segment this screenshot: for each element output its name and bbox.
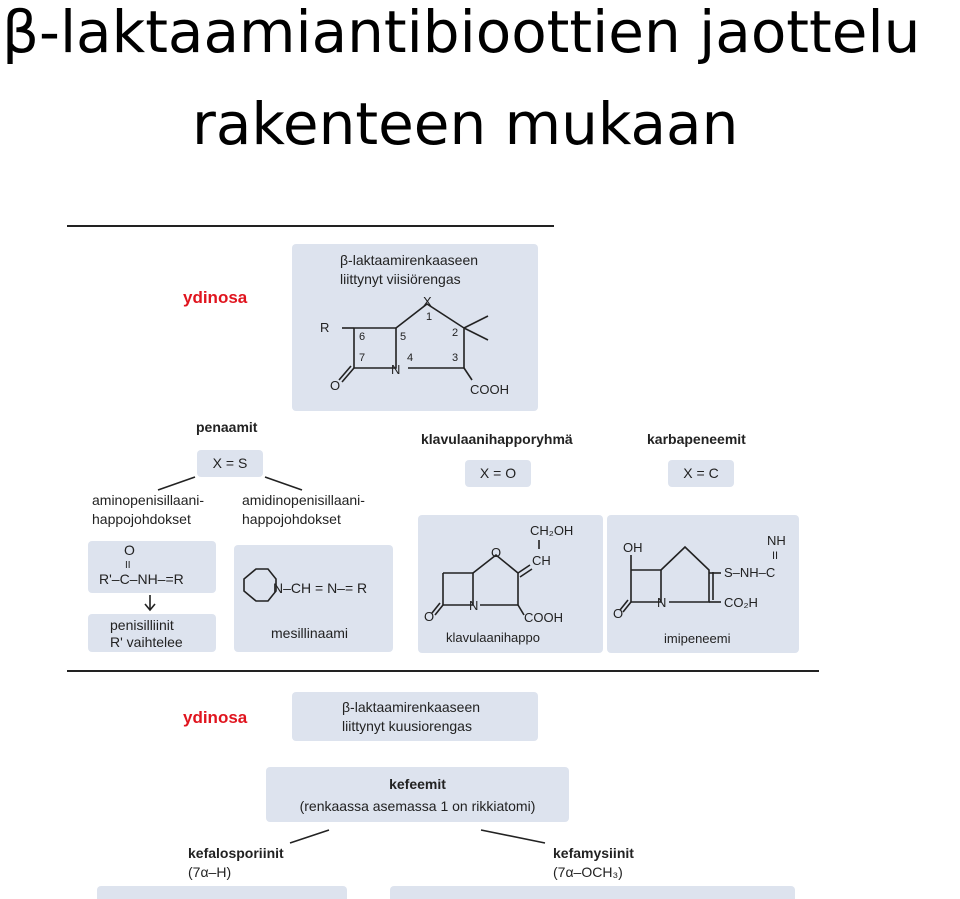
title-divider [67, 225, 554, 227]
svg-text:5: 5 [400, 331, 406, 343]
karbapeneemit-x-box [668, 460, 734, 487]
imi-dbl: II [772, 550, 778, 562]
kefamysiinit-subtitle: (7α–OCH₃) [553, 864, 623, 880]
svg-text:2: 2 [452, 327, 458, 339]
imipenem-box [607, 515, 799, 653]
core-o-label: O [330, 378, 340, 393]
imi-nh: NH [767, 533, 786, 548]
penicillins-box [88, 614, 216, 652]
amido-line1: amidinopenisillaani- [242, 492, 365, 508]
core-cooh-label: COOH [470, 382, 509, 397]
imi-oh: OH [623, 540, 643, 555]
penaamit-title: penaamit [196, 419, 258, 435]
svg-text:4: 4 [407, 352, 413, 364]
kefeemit-title: kefeemit [389, 776, 446, 792]
imi-s-chain: S–NH–C [724, 565, 775, 580]
core-box-six-ring [292, 692, 538, 741]
penam-core-structure: R X O N COOH 1 2 3 4 5 6 7 [320, 294, 509, 397]
arrow-down-icon [144, 595, 156, 612]
svg-text:7: 7 [359, 352, 365, 364]
core-box-line2: liittynyt viisiörengas [340, 271, 461, 287]
imipenem-structure: OH NH II S–NH–C CO₂H N O imipeneemi [613, 533, 786, 646]
clavulanic-acid-box [418, 515, 603, 653]
imi-o: O [613, 606, 623, 621]
core-n-label: N [391, 362, 400, 377]
core-r-label: R [320, 320, 329, 335]
penaamit-x-value: X = S [212, 455, 248, 471]
penicillins-line2: R' vaihtelee [110, 634, 183, 650]
core-box2-line2: liittynyt kuusiorengas [342, 718, 472, 734]
karbapeneemit-x-value: X = C [683, 465, 719, 481]
acyl-group-box [88, 541, 216, 593]
cla-ch: CH [532, 553, 551, 568]
core-box2-line1: β-laktaamirenkaaseen [342, 699, 481, 715]
cla-ch2oh: CH₂OH [530, 523, 573, 538]
klavulaani-x-box [465, 460, 531, 487]
acyl-o: O [124, 542, 135, 558]
cla-name: klavulaanihappo [446, 630, 540, 645]
page-title-line2: rakenteen mukaan [192, 90, 739, 158]
core-x-label: X [423, 294, 432, 309]
svg-text:3: 3 [452, 352, 458, 364]
mecillinam-box [234, 545, 393, 652]
penicillins-line1: penisilliinit [110, 617, 174, 633]
core-box-five-ring [292, 244, 538, 411]
clavulanic-acid-structure: CH₂OH CH O O N COOH klavulaanihappo [424, 523, 573, 645]
svg-text:1: 1 [426, 311, 432, 323]
azepane-ring-structure [243, 568, 277, 602]
klavulaani-title: klavulaanihapporyhmä [421, 431, 573, 447]
section-divider [67, 670, 819, 672]
svg-text:6: 6 [359, 331, 365, 343]
cla-o-ring: O [491, 545, 501, 560]
mecillinam-formula: N–CH = N–= R [273, 580, 368, 596]
page-title-line1: β-laktaamiantibioottien jaottelu [2, 0, 921, 66]
imi-name: imipeneemi [664, 631, 731, 646]
cla-cooh: COOH [524, 610, 563, 625]
core-label-2: ydinosa [183, 708, 248, 727]
cla-o-carbonyl: O [424, 609, 434, 624]
imi-co2h: CO₂H [724, 595, 758, 610]
klavulaani-x-value: X = O [479, 465, 517, 481]
cla-n: N [469, 598, 478, 613]
imi-n: N [657, 595, 666, 610]
amino-line2: happojohdokset [92, 511, 191, 527]
kefalosporiinit-subtitle: (7α–H) [188, 864, 232, 880]
acyl-formula: R'–C–NH–=R [99, 571, 184, 587]
amino-line1: aminopenisillaani- [92, 492, 205, 508]
core-box-line1: β-laktaamirenkaaseen [340, 252, 479, 268]
mecillinam-name: mesillinaami [271, 625, 349, 641]
amido-line2: happojohdokset [242, 511, 341, 527]
kefeemit-box [266, 767, 569, 822]
kefeemit-subtitle: (renkaassa asemassa 1 on rikkiatomi) [299, 798, 536, 814]
kefalosporiinit-structure-box [97, 886, 347, 899]
kefamysiinit-title: kefamysiinit [553, 845, 634, 861]
penaamit-x-box [197, 450, 263, 477]
kefalosporiinit-title: kefalosporiinit [188, 845, 284, 861]
kefamysiinit-structure-box [390, 886, 795, 899]
karbapeneemit-title: karbapeneemit [647, 431, 746, 447]
acyl-double-bond: II [125, 560, 131, 571]
core-label-1: ydinosa [183, 288, 248, 307]
